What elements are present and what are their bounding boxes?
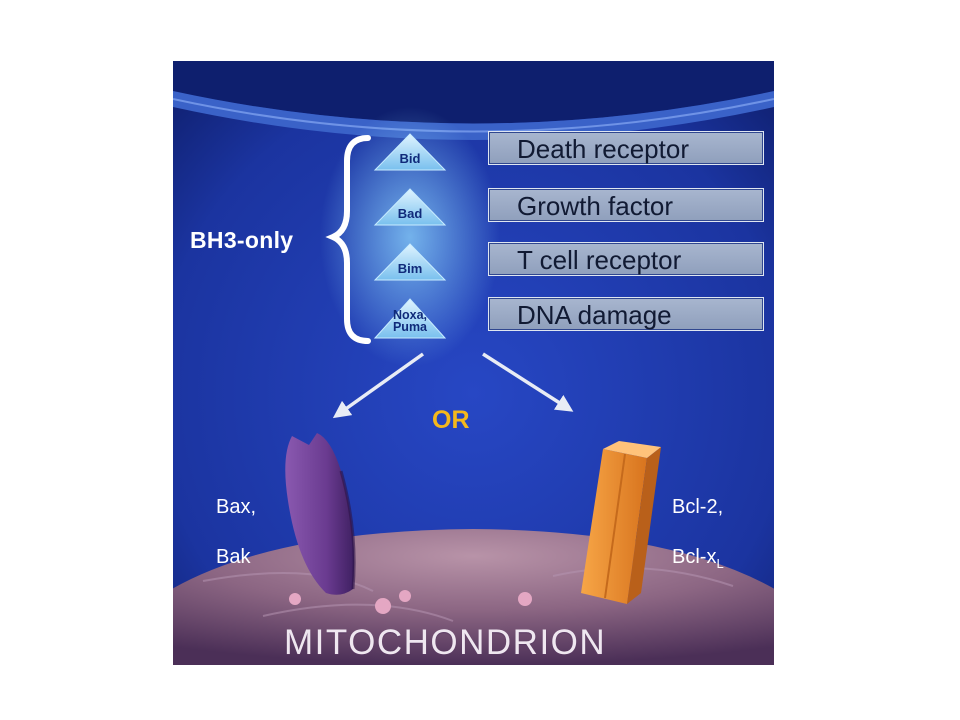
vesicle — [399, 590, 411, 602]
pathway-label: T cell receptor — [517, 245, 682, 275]
bclxl-label: Bcl-xL — [672, 545, 724, 576]
mitochondrion-label: MITOCHONDRION — [284, 623, 607, 662]
bax-label: Bax, — [216, 496, 257, 518]
bh3-only-label: BH3-only — [190, 227, 294, 253]
bcl2-protein-top — [603, 441, 661, 458]
arrow-right — [482, 352, 574, 412]
bh3-glow — [320, 107, 500, 367]
bak-label: Bak — [216, 546, 251, 568]
bcl2-label: Bcl-2, — [672, 496, 724, 518]
bclxl-main: Bcl-x — [672, 546, 717, 568]
pathway-box-t-cell-receptor: T cell receptor — [488, 242, 764, 276]
cell-exterior — [173, 61, 774, 124]
bim-label: Bim — [397, 261, 423, 276]
bid-triangle — [373, 133, 447, 171]
bcl2-protein-side — [627, 447, 661, 604]
bclxl-subscript: L — [716, 556, 724, 571]
apoptosis-diagram: BH3-only Bid Bad Bim Noxa, Puma Death re… — [173, 61, 774, 665]
pathway-box-dna-damage: DNA damage — [488, 297, 764, 331]
bad-triangle — [373, 188, 447, 226]
bax-bak-label: Bax, Bak — [216, 470, 256, 595]
bcl2-bclxl-label: Bcl-2, Bcl-xL — [672, 470, 724, 601]
vesicle — [518, 592, 532, 606]
bad-label: Bad — [397, 206, 423, 221]
pathway-label: DNA damage — [517, 300, 672, 330]
bim-triangle — [373, 243, 447, 281]
or-label: OR — [432, 406, 470, 434]
vesicle — [289, 593, 301, 605]
noxa-puma-label: Noxa, Puma — [392, 308, 428, 334]
pathway-label: Growth factor — [517, 191, 674, 221]
pathway-box-growth-factor: Growth factor — [488, 188, 764, 222]
bax-bak-protein — [285, 433, 355, 595]
noxa-puma-triangle — [373, 298, 447, 339]
pathway-label: Death receptor — [517, 134, 689, 164]
pathway-box-death-receptor: Death receptor — [488, 131, 764, 165]
bid-label: Bid — [399, 151, 421, 166]
arrow-left — [332, 352, 425, 419]
cell-membrane — [173, 91, 774, 140]
bh3-brace — [325, 135, 371, 344]
vesicle — [375, 598, 391, 614]
